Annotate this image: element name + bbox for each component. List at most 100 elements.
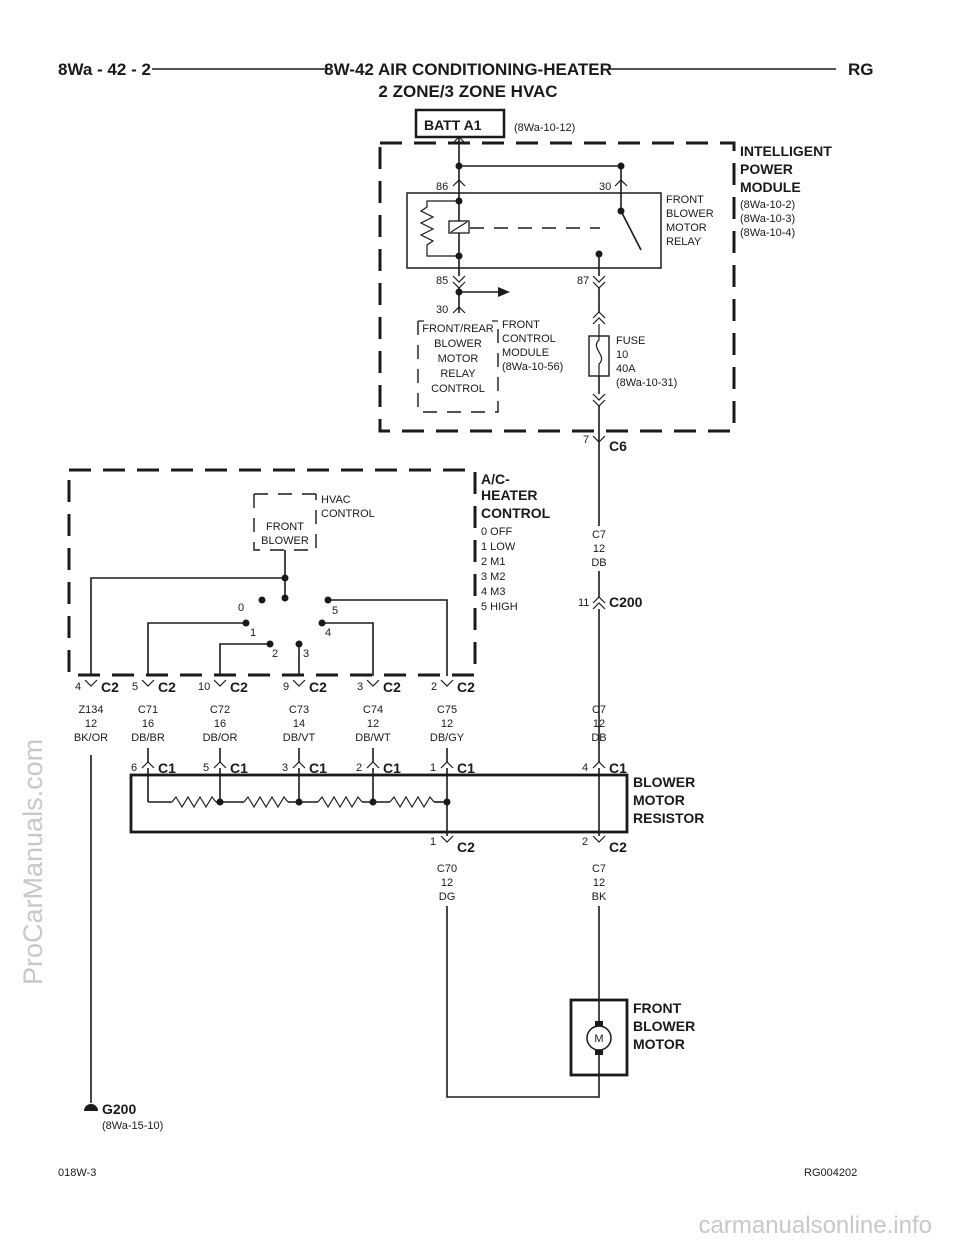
c2-label-3: C2	[383, 679, 401, 695]
hvac-pos-3: 3 M2	[481, 571, 505, 583]
hvac-pos-4: 4 M3	[481, 586, 505, 598]
z134-gauge: 12	[85, 718, 97, 730]
resistor-element-2	[243, 795, 289, 809]
hvac-pos-1: 1 LOW	[481, 541, 516, 553]
footer-left: 018W-3	[58, 1167, 96, 1179]
relay-pin-86: 86	[436, 181, 448, 193]
fuse-label-4: (8Wa-10-31)	[616, 377, 677, 389]
c73-circuit: C73	[289, 704, 309, 716]
c72-circuit: C72	[210, 704, 230, 716]
fcm-pin-30: 30	[436, 304, 448, 316]
fuse-element	[595, 324, 603, 376]
c1-label-4: C1	[609, 760, 627, 776]
contact-label-0: 0	[238, 602, 244, 614]
motor-label-1: FRONT	[633, 1000, 682, 1016]
switch-contact-0	[258, 596, 266, 604]
c200-pin: 11	[578, 597, 589, 609]
c1-label-3: C1	[309, 760, 327, 776]
c1-connector-glyphs	[141, 761, 606, 769]
wire-label-bg	[585, 526, 613, 571]
relay-box	[406, 192, 662, 269]
relay-label-3: MOTOR	[666, 222, 707, 234]
c2-pin-3: 3	[357, 681, 363, 693]
c2-label-5: C2	[158, 679, 176, 695]
batt-label: BATT A1	[424, 117, 482, 133]
pin30-connector	[614, 179, 628, 187]
resistor-block	[129, 773, 629, 834]
relay-pin-85: 85	[436, 275, 448, 287]
relay-label-1: FRONT	[666, 194, 704, 206]
c1-pin-1: 1	[430, 762, 436, 774]
c2-label-10: C2	[230, 679, 248, 695]
fuse-connector-bottom	[592, 393, 606, 401]
c200-connector-top	[592, 596, 606, 604]
c200-label: C200	[609, 594, 643, 610]
ipm-ref-2: (8Wa-10-3)	[740, 213, 795, 225]
c7-upper-circuit: C7	[592, 529, 606, 541]
switch-blade	[620, 210, 642, 251]
c1-pin-2: 2	[356, 762, 362, 774]
ipm-ref-1: (8Wa-10-2)	[740, 199, 795, 211]
ipm-title-1: INTELLIGENT	[740, 143, 832, 159]
c2-label-9: C2	[309, 679, 327, 695]
hvac-title-3: CONTROL	[481, 505, 551, 521]
batt-connector-arrow	[452, 136, 466, 144]
c2-connector-glyphs	[84, 679, 454, 687]
ipm-boundary	[378, 141, 736, 433]
c2-label-2: C2	[457, 679, 475, 695]
c6-label: C6	[609, 438, 627, 454]
fcm-label-2: CONTROL	[502, 333, 556, 345]
c7-bk-color: BK	[592, 891, 607, 903]
page-subtitle: 2 ZONE/3 ZONE HVAC	[378, 82, 557, 101]
c70-circuit: C70	[437, 863, 457, 875]
wire-labels-c2: Z134 12 BK/OR C71 16 DB/BR C72 16 DB/OR …	[74, 704, 607, 744]
res-c2-connector-right	[592, 835, 606, 843]
switch-label-2: BLOWER	[261, 535, 309, 547]
c7-bk-gauge: 12	[593, 877, 605, 889]
c7-bk-circuit: C7	[592, 863, 606, 875]
contact-label-4: 4	[325, 627, 331, 639]
ground-icon	[84, 1104, 98, 1111]
wire-c74-internal	[322, 622, 374, 676]
fcm-inner-2: BLOWER	[434, 338, 482, 350]
c75-color: DB/GY	[430, 732, 465, 744]
pin87-connector-bottom	[592, 281, 606, 289]
wire-c72-internal	[219, 643, 270, 676]
switch-wiper	[281, 594, 289, 602]
c2-pin-9: 9	[283, 681, 289, 693]
c1-label-1: C1	[457, 760, 475, 776]
fcm-boundary	[417, 321, 499, 413]
c1-pin-6: 6	[131, 762, 137, 774]
contact-label-2: 2	[272, 648, 278, 660]
page-code: 8Wa - 42 - 2	[58, 60, 151, 79]
c74-gauge: 12	[367, 718, 379, 730]
ground-label: G200	[102, 1101, 136, 1117]
hvac-control-label-1: HVAC	[321, 494, 351, 506]
c73-color: DB/VT	[283, 732, 316, 744]
c2-pin-10: 10	[198, 681, 210, 693]
page-title: 8W-42 AIR CONDITIONING-HEATER	[324, 60, 612, 79]
c72-gauge: 16	[214, 718, 226, 730]
resistor-element-4	[389, 795, 435, 809]
splice-dot	[216, 798, 224, 806]
hvac-control-boundary	[253, 494, 317, 551]
res-c2-pin-right: 2	[582, 836, 588, 848]
res-c2-label-left: C2	[457, 839, 475, 855]
hvac-title-2: HEATER	[481, 487, 538, 503]
hvac-title-1: A/C-	[481, 471, 510, 487]
c6-connector	[592, 435, 606, 443]
c71-circuit: C71	[138, 704, 158, 716]
resistor-label-3: RESISTOR	[633, 810, 704, 826]
batt-ref: (8Wa-10-12)	[514, 122, 575, 134]
c6-pin: 7	[583, 434, 589, 446]
c2-pin-4: 4	[75, 681, 81, 693]
relay-label-2: BLOWER	[666, 208, 714, 220]
c1-label-5: C1	[230, 760, 248, 776]
relay-label-4: RELAY	[666, 236, 702, 248]
pin87-connector-top	[592, 275, 606, 283]
fcm-pin30-connector	[452, 306, 466, 314]
wire-c75-internal	[328, 599, 448, 676]
ground-ref: (8Wa-15-10)	[102, 1120, 163, 1132]
ipm-ref-3: (8Wa-10-4)	[740, 227, 795, 239]
